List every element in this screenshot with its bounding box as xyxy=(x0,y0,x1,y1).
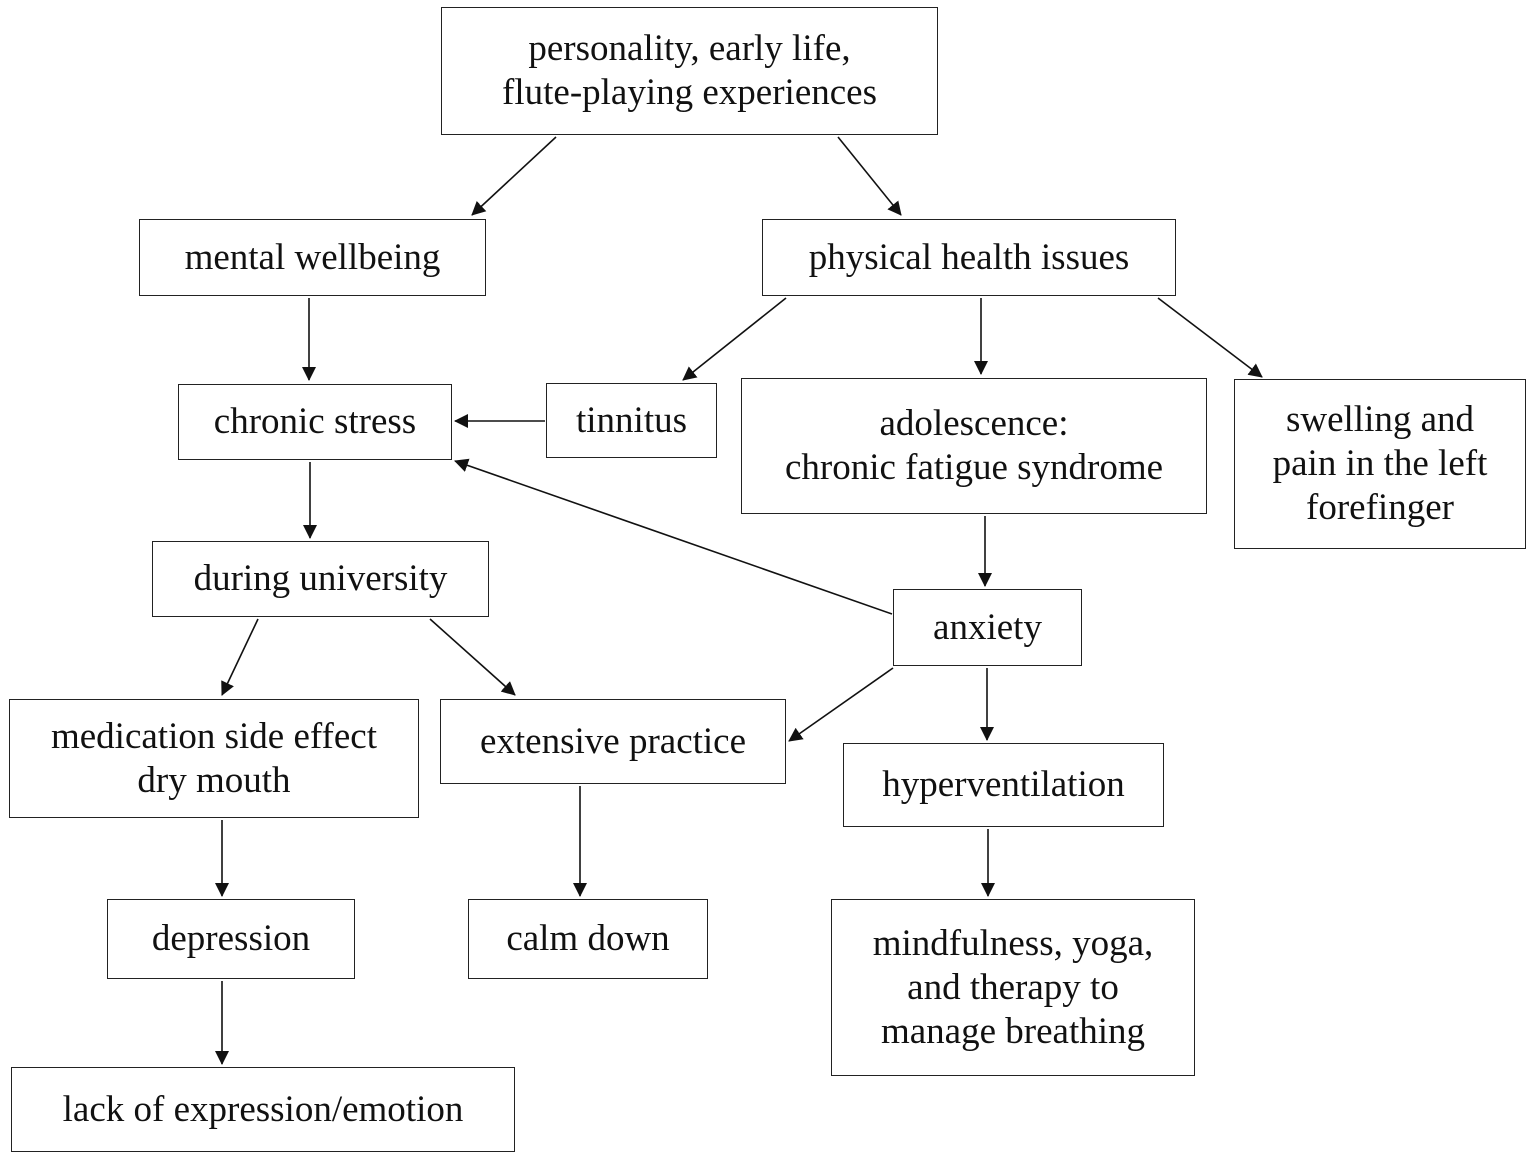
arrow-physical-to-tinnitus xyxy=(682,297,787,381)
node-tinnitus: tinnitus xyxy=(546,383,717,458)
node-swelling: swelling and pain in the left forefinger xyxy=(1234,379,1526,549)
node-chronic-stress: chronic stress xyxy=(178,384,452,460)
arrow-physical-to-swelling xyxy=(1157,297,1263,378)
node-during-university: during university xyxy=(152,541,489,617)
node-lack-of-expression: lack of expression/emotion xyxy=(11,1067,515,1152)
arrow-personality-to-physical xyxy=(837,136,902,216)
node-anxiety: anxiety xyxy=(893,589,1082,666)
arrow-university-to-practice xyxy=(429,618,516,696)
node-physical-health-issues: physical health issues xyxy=(762,219,1176,296)
arrow-anxiety-to-practice xyxy=(788,667,894,742)
node-mental-wellbeing: mental wellbeing xyxy=(139,219,486,296)
arrow-university-to-medication xyxy=(221,618,259,696)
node-personality: personality, early life, flute-playing e… xyxy=(441,7,938,135)
arrow-anxiety-to-chronic_stress xyxy=(454,458,893,615)
node-medication-side-effect: medication side effect dry mouth xyxy=(9,699,419,818)
arrow-personality-to-mental xyxy=(471,136,557,216)
node-hyperventilation: hyperventilation xyxy=(843,743,1164,827)
node-extensive-practice: extensive practice xyxy=(440,699,786,784)
node-calm-down: calm down xyxy=(468,899,708,979)
node-mindfulness: mindfulness, yoga, and therapy to manage… xyxy=(831,899,1195,1076)
node-depression: depression xyxy=(107,899,355,979)
node-adolescence: adolescence: chronic fatigue syndrome xyxy=(741,378,1207,514)
